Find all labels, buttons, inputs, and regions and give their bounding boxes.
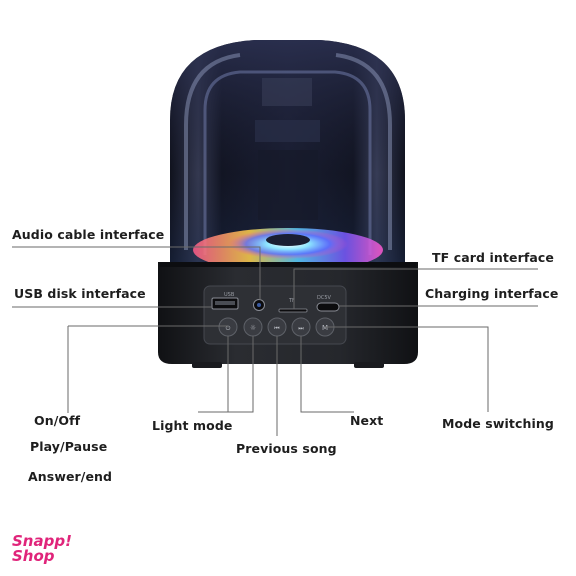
tf-slot bbox=[278, 308, 308, 313]
callout-mode-switching: Mode switching bbox=[442, 416, 554, 431]
type-c-port bbox=[316, 302, 340, 312]
callout-charging-interface: Charging interface bbox=[425, 286, 559, 301]
logo-line-1: Snapp! bbox=[12, 532, 72, 550]
callout-audio-cable-interface: Audio cable interface bbox=[12, 227, 165, 242]
callout-tf-card-interface: TF card interface bbox=[432, 250, 554, 265]
usb-marking: USB bbox=[224, 292, 235, 298]
tf-marking: TF bbox=[288, 298, 295, 304]
callout-answer-end: Answer/end bbox=[28, 469, 113, 484]
leader-lines bbox=[12, 246, 538, 436]
svg-text:⏭: ⏭ bbox=[298, 325, 304, 332]
snapp-shop-logo: Snapp! Shop bbox=[12, 534, 72, 564]
callout-light-mode: Light mode bbox=[152, 418, 233, 433]
logo-line-2: Shop bbox=[12, 547, 55, 565]
callout-usb-disk-interface: USB disk interface bbox=[14, 286, 146, 301]
svg-text:⏮: ⏮ bbox=[274, 325, 280, 332]
callout-next: Next bbox=[350, 413, 384, 428]
svg-text:☼: ☼ bbox=[250, 324, 256, 332]
callout-play-pause: Play/Pause bbox=[30, 439, 108, 454]
callout-previous-song: Previous song bbox=[236, 441, 337, 456]
svg-text:⏻: ⏻ bbox=[226, 325, 231, 332]
callout-on-off: On/Off bbox=[34, 413, 81, 428]
svg-text:M: M bbox=[322, 324, 328, 332]
dc5v-marking: DC5V bbox=[317, 295, 332, 301]
